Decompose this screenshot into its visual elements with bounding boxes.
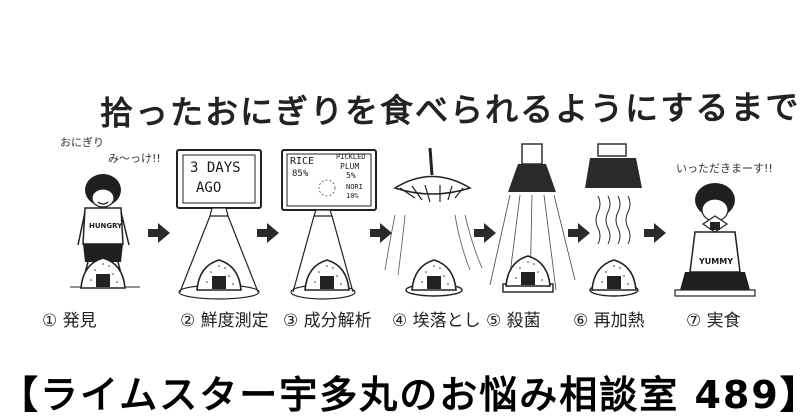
column-banner: 【ライムスター宇多丸のお悩み相談室 489】 xyxy=(0,373,800,417)
step-label-1: ① 発見 xyxy=(42,311,97,331)
step2-monitor xyxy=(176,149,262,300)
step-label-6: ⑥ 再加熱 xyxy=(573,311,645,331)
step6-heater xyxy=(585,143,642,297)
step-label-5: ⑤ 殺菌 xyxy=(486,311,541,331)
freshness-screen-line1: 3 DAYS xyxy=(190,160,241,176)
speech-eat: いっただきまーす!! xyxy=(676,162,773,175)
shirt-text-yummy: YUMMY xyxy=(699,257,734,266)
analysis-plum-label2: PLUM xyxy=(340,162,360,171)
analysis-plum-pct: 5% xyxy=(346,171,356,180)
analysis-nori-pct: 10% xyxy=(346,192,359,200)
step5-lamp xyxy=(489,143,576,293)
freshness-screen-line2: AGO xyxy=(196,180,222,196)
shirt-text-hungry: HUNGRY xyxy=(89,222,123,230)
analysis-rice-pct: 85% xyxy=(292,169,309,179)
speech-found-line2: み〜っけ!! xyxy=(108,152,161,165)
step-label-4: ④ 埃落とし xyxy=(392,311,481,331)
analysis-plum-label: PICKLED xyxy=(336,153,366,161)
step4-duster xyxy=(384,147,483,297)
step-label-7: ⑦ 実食 xyxy=(686,311,741,331)
analysis-nori-label: NORI xyxy=(346,183,363,191)
analysis-rice: RICE xyxy=(290,156,315,167)
step7-figure xyxy=(674,183,756,297)
step1-figure xyxy=(70,174,140,289)
step-label-3: ③ 成分解析 xyxy=(283,311,372,331)
step-label-2: ② 鮮度測定 xyxy=(180,311,269,331)
speech-found-line1: おにぎり xyxy=(60,136,104,149)
step3-monitor xyxy=(281,149,377,300)
